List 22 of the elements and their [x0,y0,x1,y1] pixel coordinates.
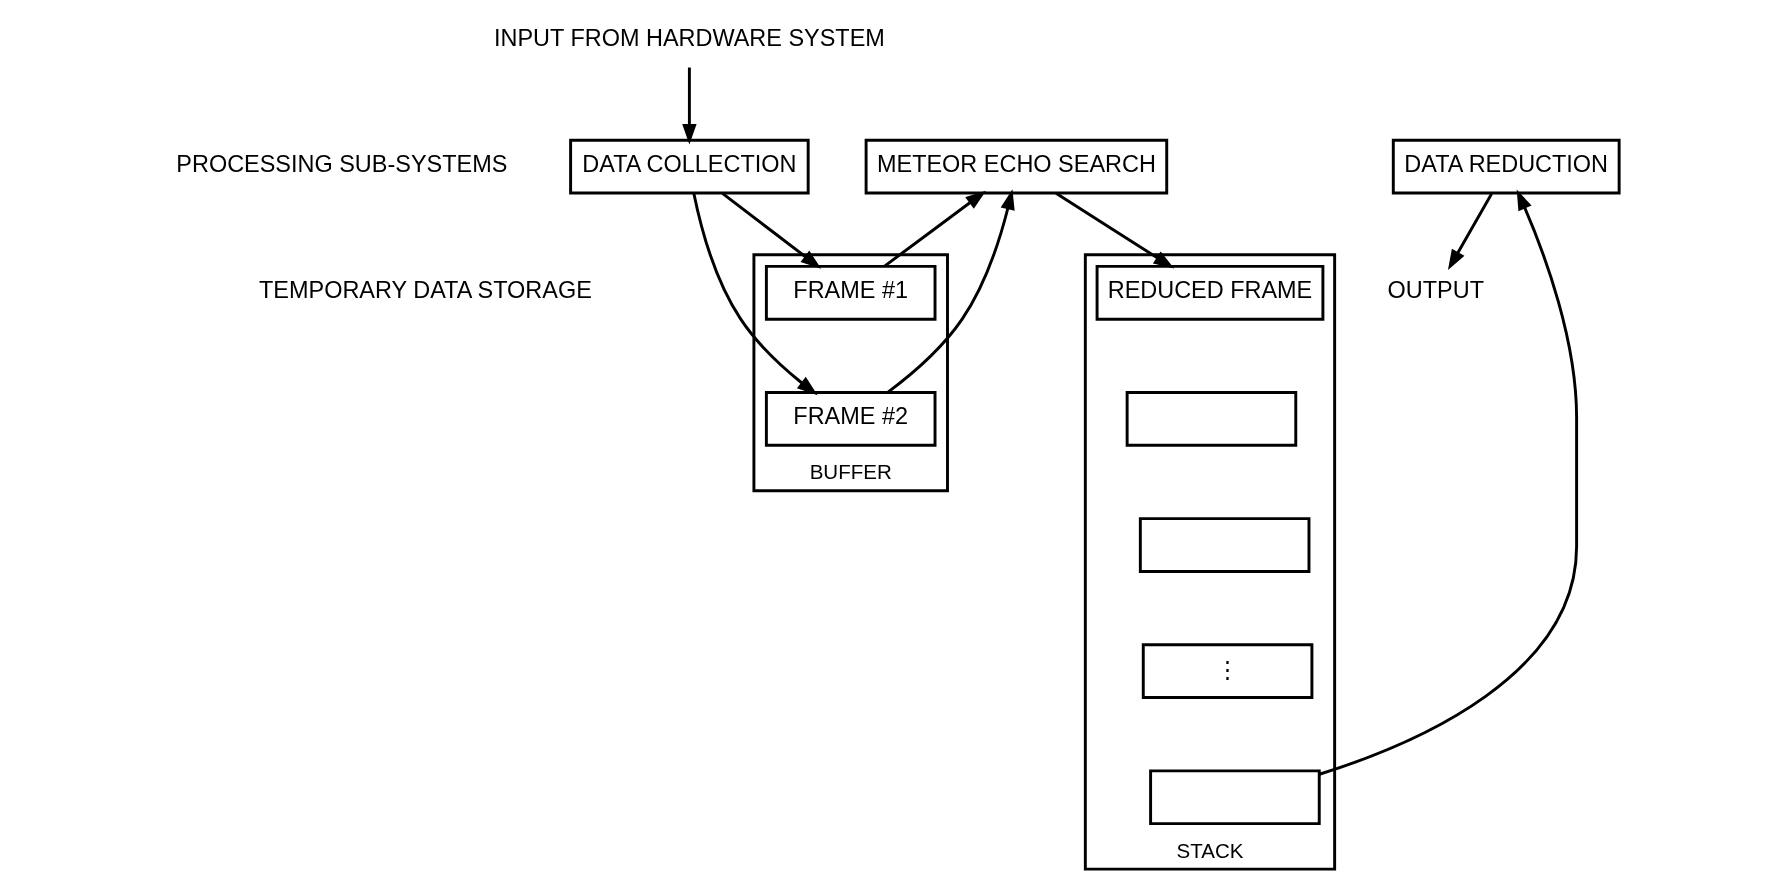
node-box: DATA COLLECTION [568,138,810,195]
arrow [721,192,821,269]
arrow [681,67,697,145]
node-box: METEOR ECHO SEARCH [864,138,1168,195]
arrow [1318,189,1578,776]
node-box: ⋮ [1141,643,1313,699]
node-box [1138,517,1310,573]
arrow [691,193,818,396]
node-box [1148,769,1321,826]
arrow [1054,192,1174,269]
label: PROCESSING SUB-SYSTEMS [175,151,507,178]
node-box: FRAME #2 [764,391,936,447]
node-text: INPUT FROM HARDWARE SYSTEM [493,25,885,52]
arrow [1447,192,1493,271]
arrow [883,190,986,268]
label: TEMPORARY DATA STORAGE [258,277,592,304]
node-box: REDUCED FRAME [1095,264,1324,321]
node-box [1125,391,1297,447]
node-box: FRAME #1 [764,264,936,321]
arrow [886,189,1015,394]
node-box: DATA REDUCTION [1391,138,1621,195]
node-text: OUTPUT [1387,277,1484,304]
